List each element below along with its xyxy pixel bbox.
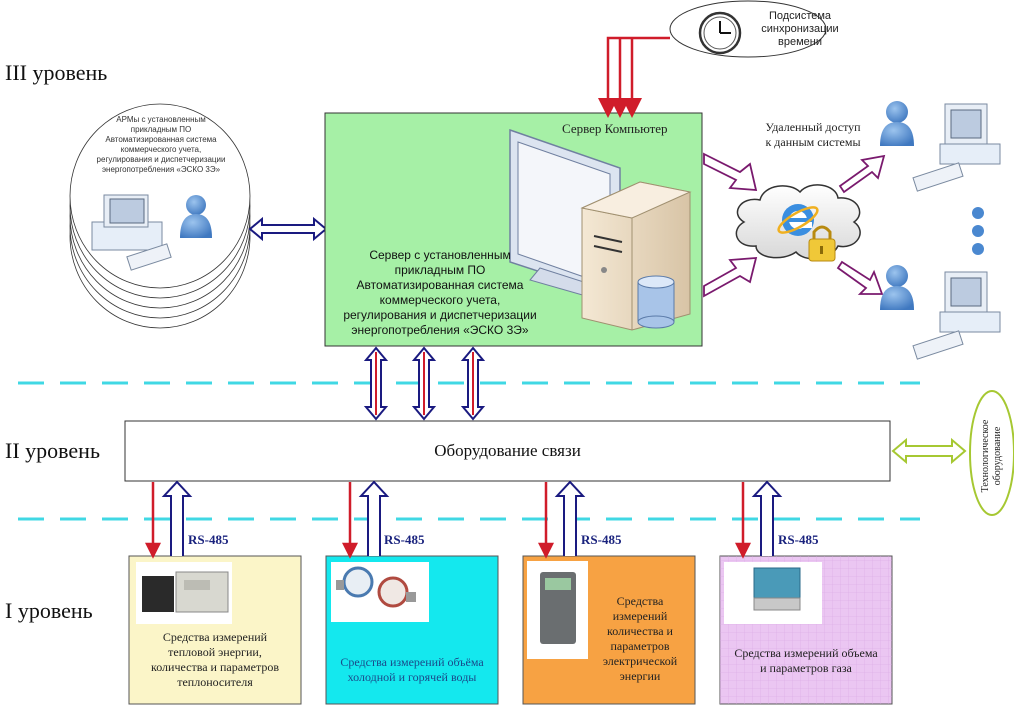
arm-label-line: коммерческого учета, [120,145,202,154]
device-label-line: и параметров газа [760,661,852,675]
tech-equipment-ellipse [969,390,1014,516]
remote-access-label: Удаленный доступ к данным системы [748,120,878,150]
tech-equipment-link-arrow [891,437,967,465]
arm-label-line: АРМы с установленным [116,115,206,124]
desktop-computer-icon [91,194,172,271]
up-arrow [161,480,193,556]
server-label-line: регулирования и диспетчеризации [343,308,537,322]
device-label-water: Средства измерений объёма холодной и гор… [326,655,498,685]
arm-label-line: прикладным ПО [130,125,192,134]
clock-icon [698,11,742,55]
server-cloud-arrows [703,152,886,298]
server-label: Сервер с установленным прикладным ПО Авт… [330,248,550,338]
down-arrow [341,482,359,559]
rs485-label: RS-485 [581,532,622,547]
level-1-label: I уровень [5,598,93,623]
device-label-line: теплоносителя [177,675,253,689]
server-comm-links [363,346,486,421]
rs485-label: RS-485 [188,532,229,547]
tech-equipment-label: Технологическое оборудование [980,401,1004,511]
device-label-line: Средства измерений объема [734,646,878,660]
comm-equipment-label: Оборудование связи [434,441,581,460]
device-label-line: Средства измерений [162,630,268,644]
level-3-label: III уровень [5,60,108,85]
server-label-line: энергопотребления «ЭСКО 3Э» [351,323,529,337]
comm-equipment-box [124,420,891,482]
device-label-line: параметров [610,639,670,653]
down-arrow [734,482,752,559]
up-arrow [554,480,586,556]
device-label-line: Средства [616,594,664,608]
arm-label: АРМы с установленным прикладным ПО Автом… [86,115,236,175]
up-arrow [358,480,390,556]
arm-label-line: регулирования и диспетчеризации [96,155,226,164]
tech-equipment-line: Технологическое [980,419,991,493]
remote-user-icon-bottom [880,265,914,310]
remote-access-line: Удаленный доступ [765,120,861,134]
device-label-gas: Средства измерений объема и параметров г… [720,646,892,676]
remote-user-icon-top [880,101,914,146]
server-title: Сервер Компьютер [562,121,668,136]
time-sync-line: синхронизации [761,23,839,35]
arm-label-line: Автоматизированная система [105,135,217,144]
device-label-electric: Средства измерений количества и параметр… [590,594,690,684]
device-label-line: энергии [619,669,661,683]
remote-access-line: к данным системы [765,135,861,149]
device-label-line: холодной и горячей воды [347,670,477,684]
tech-equipment-line: оборудование [992,426,1003,486]
ellipsis-dots-icon [972,207,984,255]
rs485-label: RS-485 [384,532,425,547]
database-icon [637,275,675,329]
remote-computer-icon-top [912,103,1001,192]
device-label-line: Средства измерений объёма [340,655,484,669]
device-label-line: измерений [612,609,668,623]
time-sync-arrows [598,36,670,118]
device-label-heat: Средства измерений тепловой энергии, кол… [129,630,301,690]
device-label-line: количества и параметров [150,660,279,674]
server-label-line: Автоматизированная система [356,278,524,292]
device-label-line: электрической [602,654,678,668]
down-arrow [144,482,162,559]
time-sync-line: Подсистема [768,10,832,22]
time-sync-label: Подсистема синхронизации времени [755,10,845,49]
device-bus-links [144,480,783,559]
time-sync-line: времени [778,36,822,48]
device-label-line: количества и [607,624,673,638]
up-arrow [751,480,783,556]
level-2-label: II уровень [5,438,100,463]
device-label-line: тепловой энергии, [168,645,262,659]
internet-explorer-icon [777,204,819,236]
user-icon [180,195,212,238]
down-arrow [537,482,555,559]
arm-label-line: энергопотребления «ЭСКО 3Э» [101,165,221,174]
server-label-line: коммерческого учета, [379,293,501,307]
server-label-line: прикладным ПО [394,263,486,277]
rs485-label: RS-485 [778,532,819,547]
lock-icon [808,225,836,262]
server-label-line: Сервер с установленным [369,248,511,262]
arm-server-link-arrow [248,216,328,242]
remote-computer-icon-bottom [912,271,1001,360]
